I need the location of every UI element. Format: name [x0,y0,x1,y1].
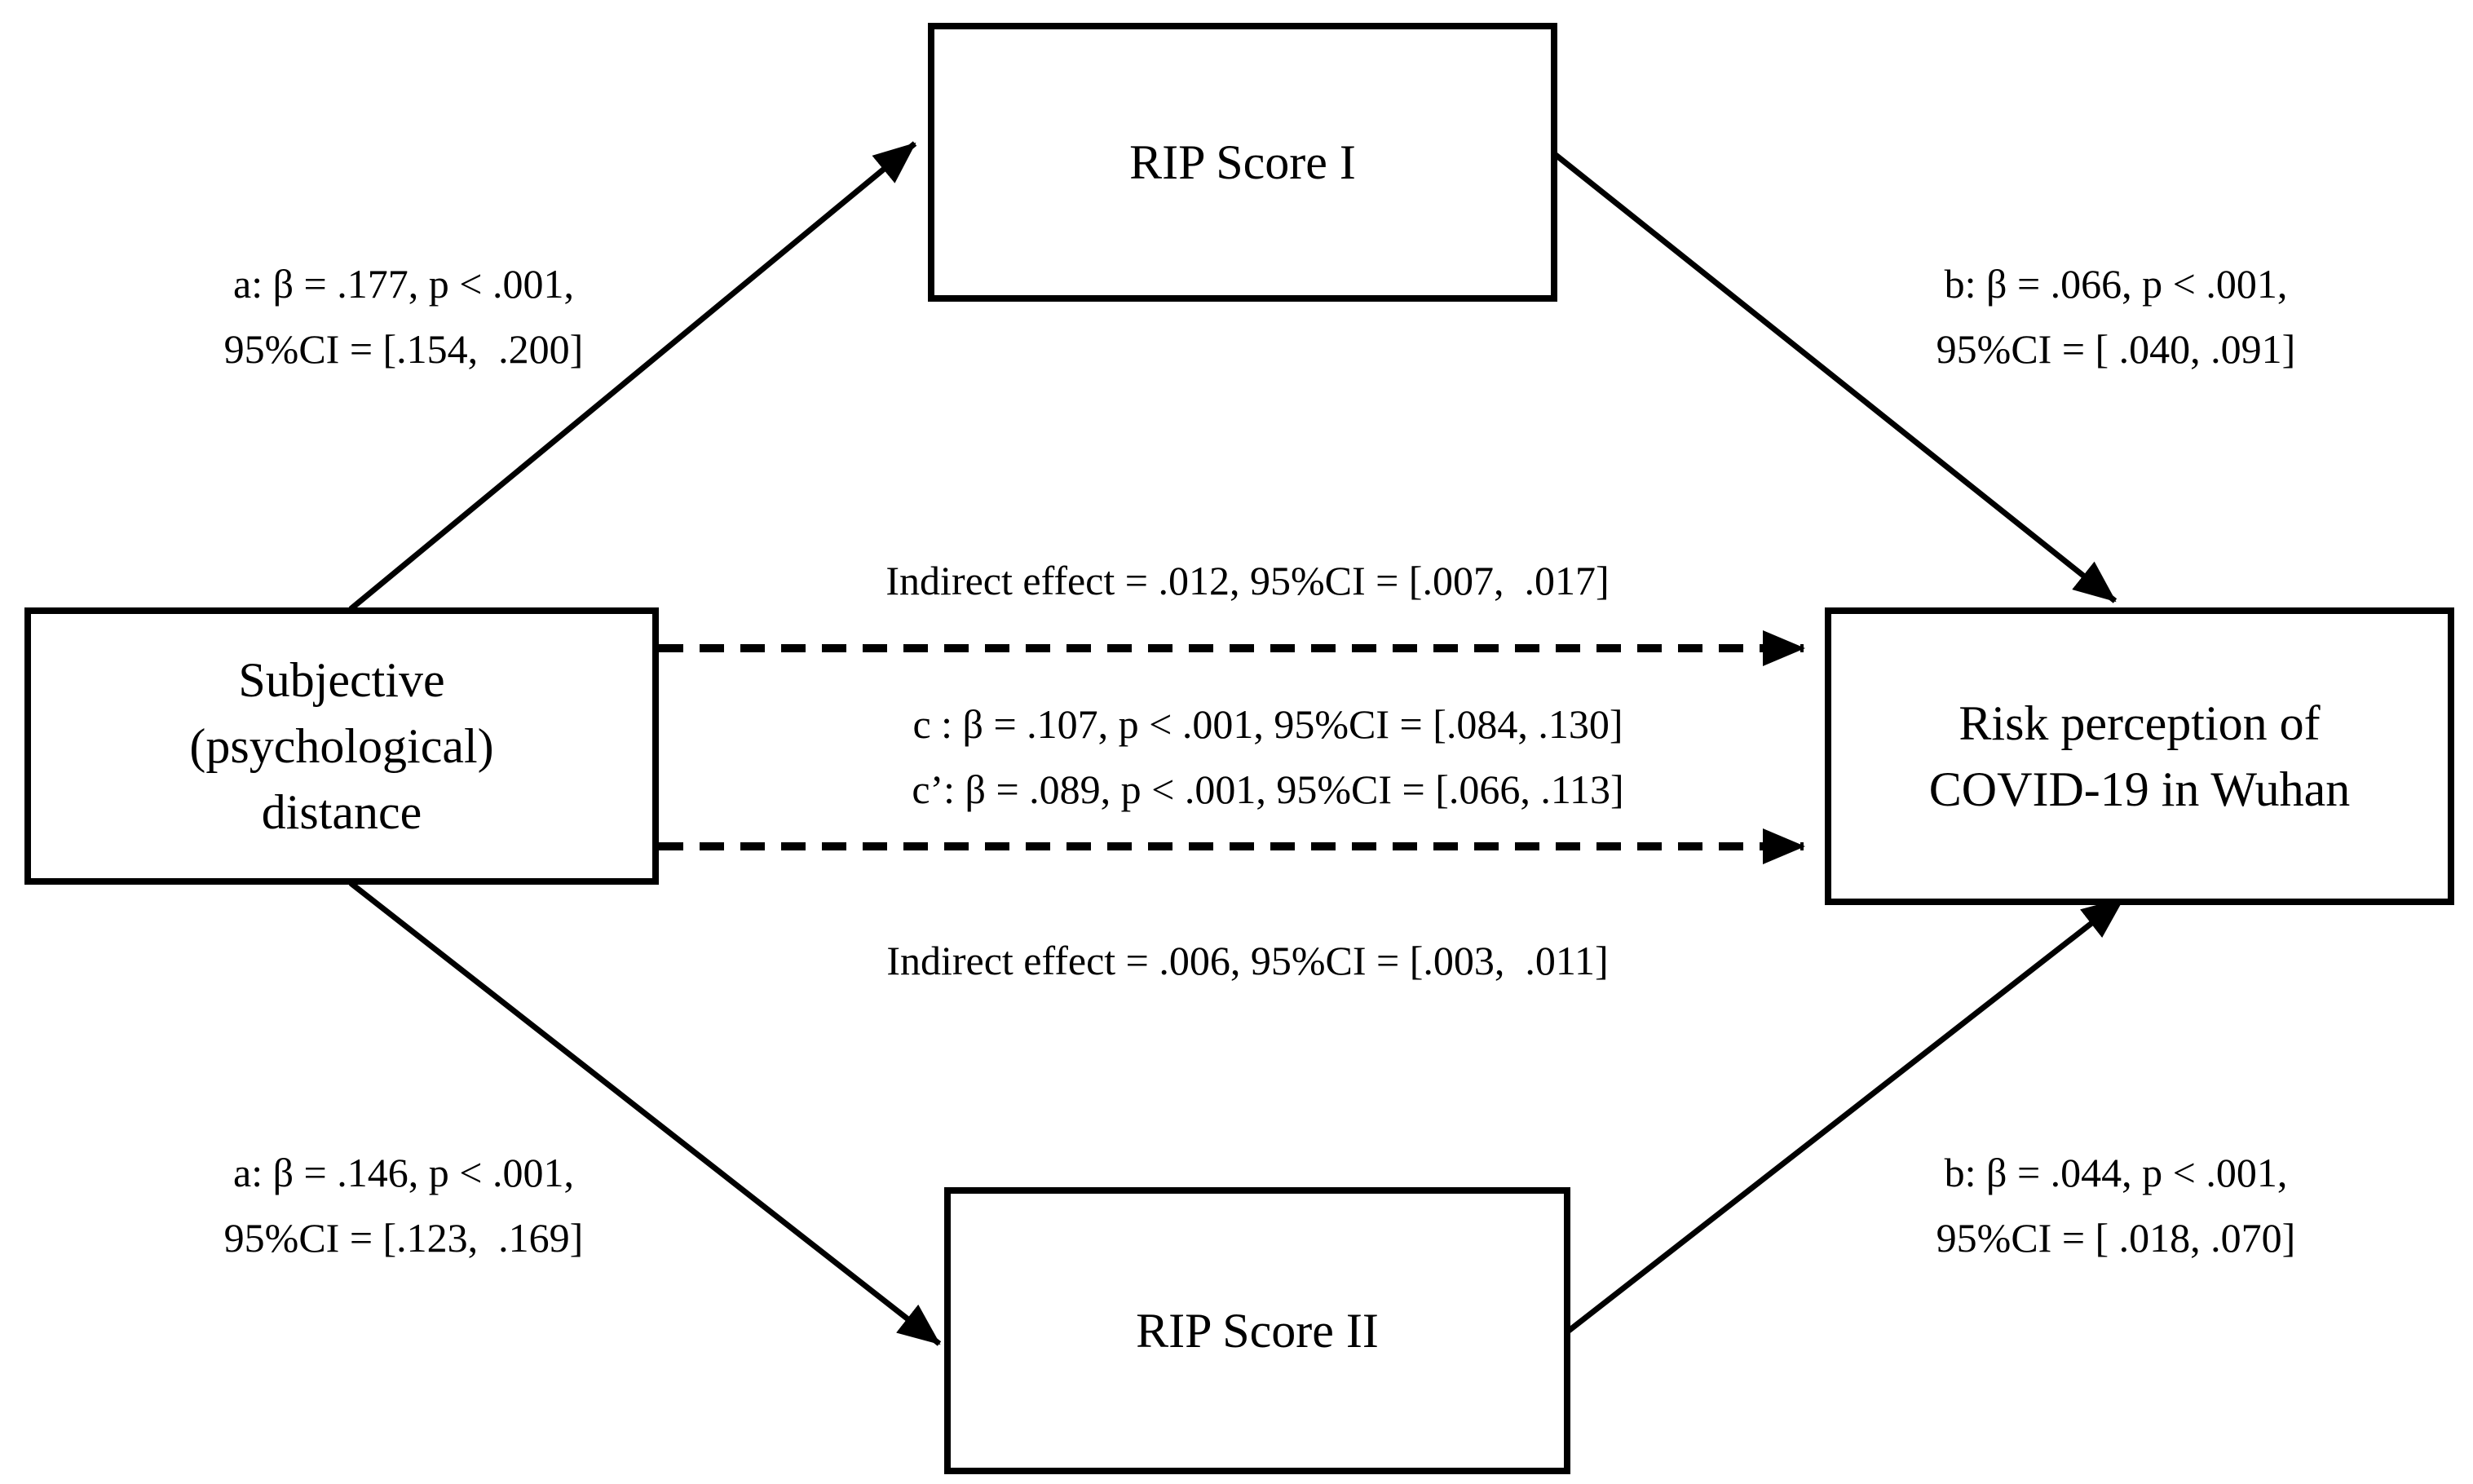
path-b2-arrow [1566,896,2126,1333]
node-rip-score-1: RIP Score I [928,23,1557,302]
path-b1-arrow [1553,152,2118,603]
node-subjective-distance-label: Subjective (psychological) distance [189,652,494,839]
node-rip-score-2: RIP Score II [944,1187,1570,1474]
direct-effect-label: c : β = .107, p < .001, 95%CI = [.084, .… [912,701,1624,812]
indirect-effect-1-label: Indirect effect = .012, 95%CI = [.007, .… [885,558,1610,603]
node-subjective-distance: Subjective (psychological) distance [24,607,659,885]
node-risk-perception: Risk perception of COVID-19 in Wuhan [1825,607,2454,905]
path-a1-label: a: β = .177, p < .001, 95%CI = [.154, .2… [223,261,584,372]
path-b2-label: b: β = .044, p < .001, 95%CI = [ .018, .… [1936,1150,2296,1261]
node-rip-score-2-label: RIP Score II [1136,1303,1379,1358]
indirect-effect-2-label: Indirect effect = .006, 95%CI = [.003, .… [886,938,1609,983]
node-rip-score-1-label: RIP Score I [1129,135,1356,189]
node-risk-perception-label: Risk perception of COVID-19 in Wuhan [1928,696,2351,816]
path-a1-arrow [348,141,917,612]
path-b1-label: b: β = .066, p < .001, 95%CI = [ .040, .… [1936,261,2296,372]
path-a2-arrow [348,881,942,1346]
path-a2-label: a: β = .146, p < .001, 95%CI = [.123, .1… [223,1150,584,1261]
